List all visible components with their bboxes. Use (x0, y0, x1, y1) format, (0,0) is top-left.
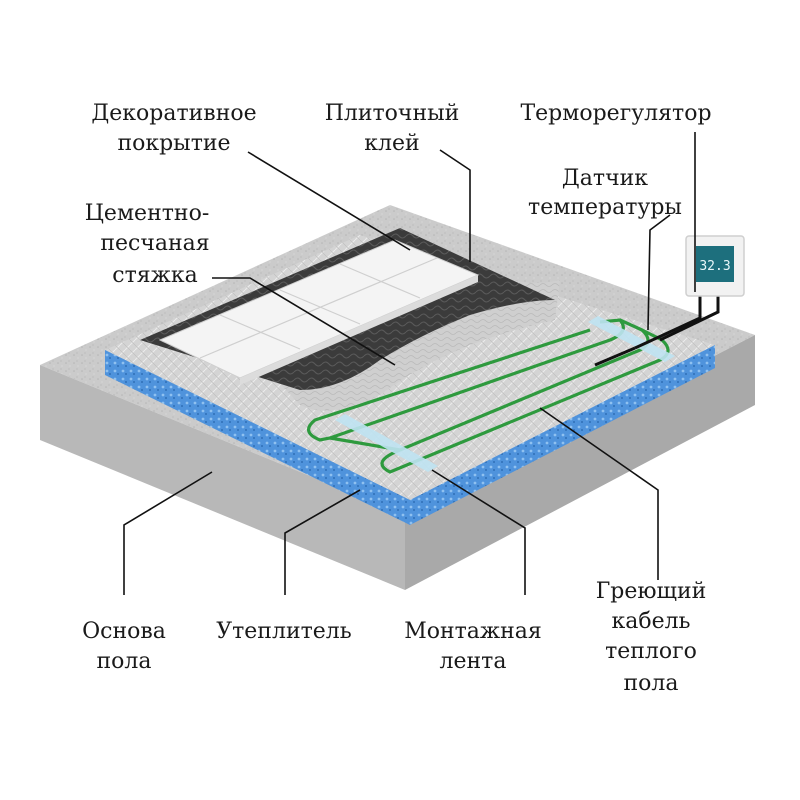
temperature-sensor (594, 295, 720, 367)
thermostat-display (696, 246, 734, 282)
tape-strip-right (588, 316, 675, 362)
leader-tape (431, 469, 526, 595)
label-decorative-2: покрытие (117, 131, 230, 156)
label-base-2: пола (97, 649, 152, 674)
label-tile-glue-1: Плиточный (325, 101, 460, 126)
mounting-tape (335, 316, 675, 472)
leader-lines (123, 132, 696, 595)
thermostat-device: 32.3 (685, 235, 745, 297)
cable-wire (659, 295, 720, 342)
slab-front-face (40, 365, 405, 590)
slab-right-face (405, 335, 755, 590)
leader-tile-glue (439, 149, 471, 262)
leader-screed (212, 277, 396, 366)
insulation-front (105, 350, 410, 525)
leader-cable (539, 407, 659, 580)
leader-sensor (647, 214, 671, 331)
label-sensor-1: Датчик (562, 166, 648, 191)
cable-loop-3 (380, 328, 670, 474)
label-sensor-2: температуры (528, 195, 682, 220)
label-screed-1: Цементно- (85, 201, 210, 226)
tape-strip-left (335, 414, 438, 472)
leader-base (123, 471, 213, 595)
label-insulation: Утеплитель (216, 619, 352, 644)
tiles-edge (240, 275, 478, 385)
sensor-wire (634, 295, 702, 350)
thermostat-digits: 32.3 (699, 259, 730, 274)
labels: Декоративное покрытие Плиточный клей Тер… (82, 101, 711, 696)
label-cable-2: кабель (611, 609, 690, 634)
sensor-probe (594, 346, 636, 367)
label-thermostat: Терморегулятор (520, 101, 711, 126)
leader-decorative (247, 151, 411, 251)
label-tape-2: лента (440, 649, 507, 674)
label-screed-2: песчаная (100, 231, 209, 256)
tile-seam-3 (339, 263, 421, 299)
label-screed-3: стяжка (112, 263, 197, 288)
label-base-1: Основа (82, 619, 166, 644)
tile-seam-4 (199, 257, 438, 359)
leader-insulation (284, 489, 361, 595)
label-cable-3: теплого (605, 639, 697, 664)
label-cable-4: пола (624, 671, 679, 696)
insulation-right (410, 345, 715, 525)
label-decorative-1: Декоративное (91, 101, 256, 126)
decorative-tiles (158, 239, 480, 385)
label-cable-1: Греющий (596, 579, 707, 604)
label-tape-1: Монтажная (404, 619, 542, 644)
label-tile-glue-2: клей (364, 131, 419, 156)
tile-seam-1 (219, 314, 301, 350)
